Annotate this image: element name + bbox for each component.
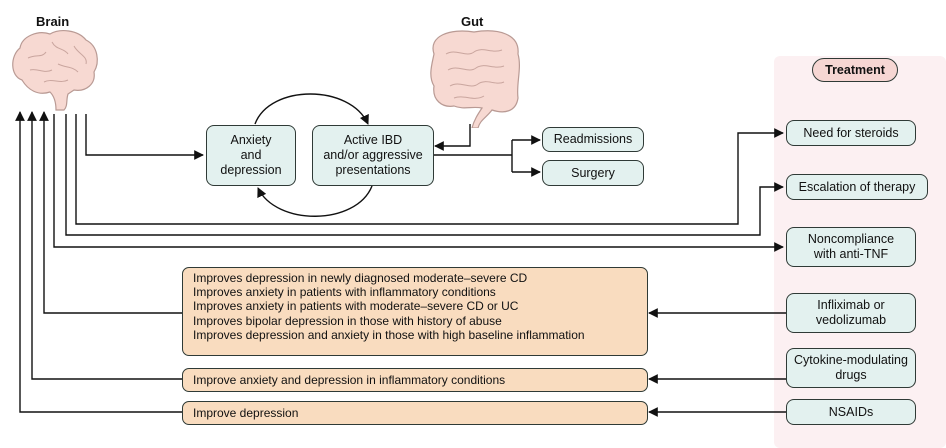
nsaids-effect-text: Improve depression	[193, 405, 299, 420]
treatment-label: Treatment	[812, 58, 898, 82]
nsaids-effect-box: Improve depression	[182, 401, 648, 425]
anxiety-depression-box: Anxiety and depression	[206, 125, 296, 186]
cytokine-drugs-box: Cytokine-modulating drugs	[786, 348, 916, 388]
effect-line: Improves depression and anxiety in those…	[193, 327, 585, 342]
cytokine-effect-box: Improve anxiety and depression in inflam…	[182, 368, 648, 392]
effect-line: Improves anxiety in patients with modera…	[193, 299, 519, 314]
surgery-box: Surgery	[542, 160, 644, 186]
effect-line: Improves depression in newly diagnosed m…	[193, 271, 528, 285]
gut-label: Gut	[461, 14, 484, 29]
brain-label: Brain	[36, 14, 70, 29]
readmissions-box: Readmissions	[542, 127, 644, 152]
noncompliance-box: Noncompliance with anti-TNF	[786, 227, 916, 267]
effect-line: Improves bipolar depression in those wit…	[193, 313, 502, 328]
active-ibd-box: Active IBD and/or aggressive presentatio…	[312, 125, 434, 186]
escalation-of-therapy-box: Escalation of therapy	[786, 174, 928, 200]
infliximab-box: Infliximab or vedolizumab	[786, 293, 916, 333]
gut-icon	[430, 30, 521, 128]
brain-icon	[12, 30, 98, 111]
effect-line: Improves anxiety in patients with inflam…	[193, 285, 496, 300]
infliximab-effects-box: Improves depression in newly diagnosed m…	[182, 267, 648, 356]
cytokine-effect-text: Improve anxiety and depression in inflam…	[193, 372, 506, 387]
need-for-steroids-box: Need for steroids	[786, 120, 916, 146]
nsaids-box: NSAIDs	[786, 399, 916, 425]
